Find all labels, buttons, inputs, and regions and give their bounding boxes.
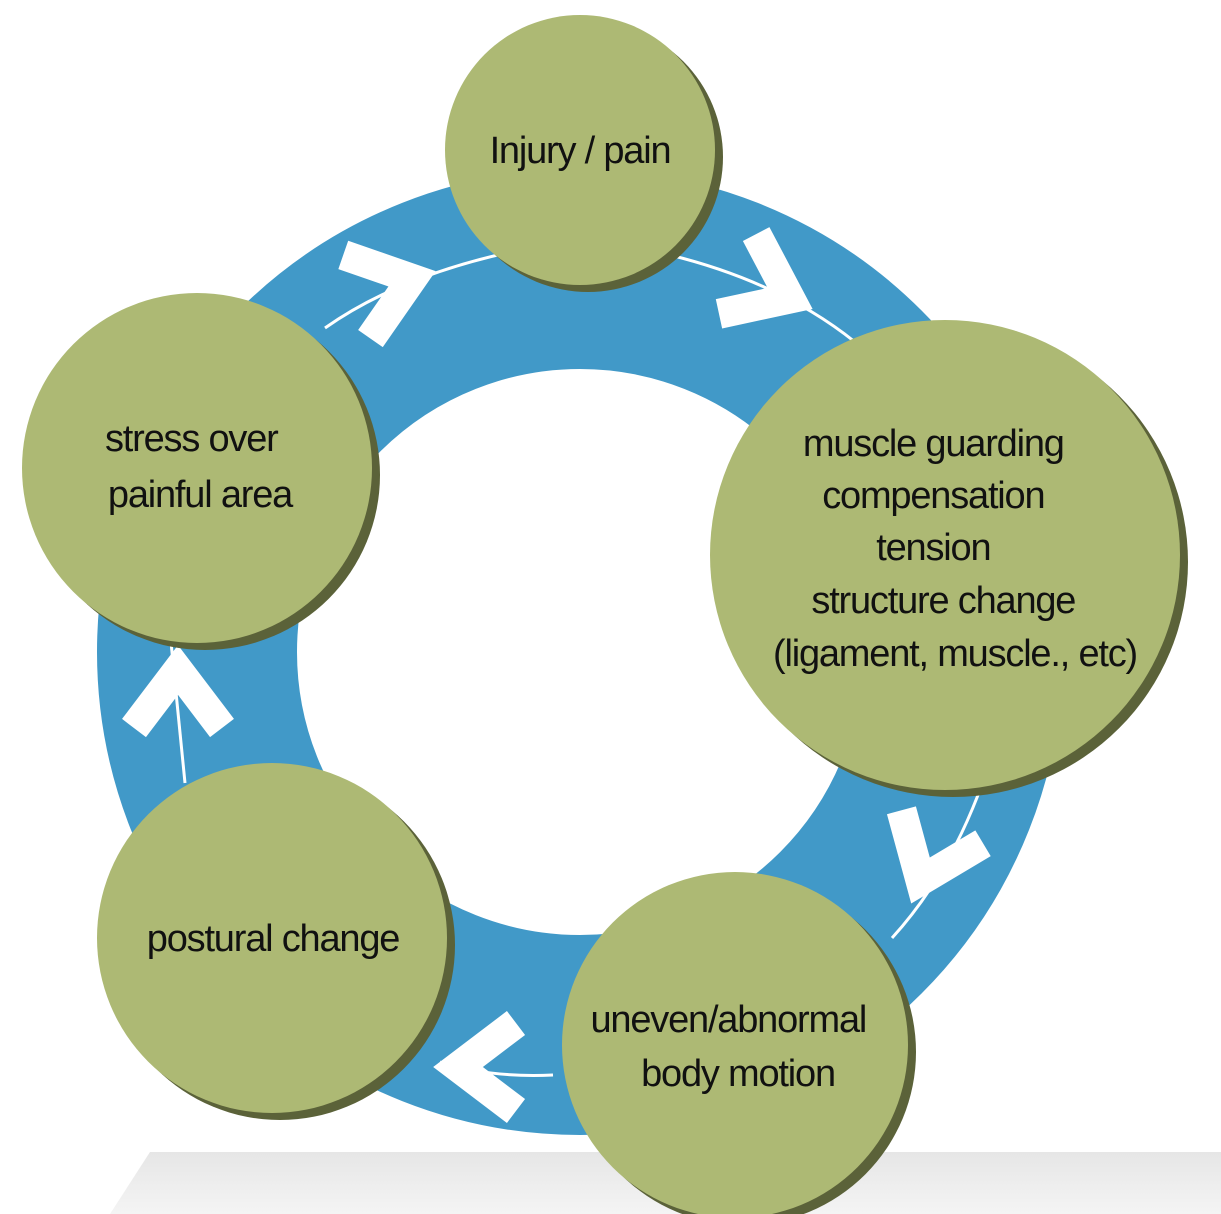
node-label-line: uneven/abnormal: [590, 999, 866, 1041]
flow-arrows: [122, 227, 991, 1123]
node-label-line: postural change: [147, 918, 399, 960]
flow-arrow: [433, 1011, 526, 1123]
svg-text:Injury / pain: Injury / pain: [490, 130, 671, 172]
svg-text:uneven/abnormal body mot: uneven/abnormal body motion: [590, 999, 875, 1095]
node-muscle-guarding: muscle guarding compensation tension str…: [710, 320, 1188, 797]
node-injury-pain: Injury / pain: [445, 15, 723, 292]
svg-text:muscle guarding compensa: muscle guarding compensation tension str…: [773, 423, 1137, 675]
node-label-line: structure change: [811, 580, 1075, 622]
node-label-line: stress over: [105, 418, 279, 460]
flow-arrow: [338, 240, 436, 348]
flow-arrow: [715, 227, 813, 329]
node-uneven-motion: uneven/abnormal body motion: [562, 872, 916, 1214]
node-label-line: muscle guarding: [803, 423, 1064, 465]
svg-text:stress over painful area: stress over painful area: [105, 418, 294, 516]
flow-arrow: [886, 806, 991, 904]
node-postural-change: postural change: [97, 763, 455, 1120]
node-label-line: compensation: [822, 475, 1044, 517]
flow-arrow: [122, 645, 234, 738]
node-label-line: painful area: [108, 474, 294, 516]
node-label-line: body motion: [641, 1053, 835, 1095]
svg-text:postural change: postural change: [147, 918, 399, 960]
node-label-line: Injury / pain: [490, 130, 671, 172]
node-label-line: tension: [876, 527, 990, 569]
node-label-line: (ligament, muscle., etc): [773, 633, 1137, 675]
node-stress-painful-area: stress over painful area: [22, 293, 380, 650]
